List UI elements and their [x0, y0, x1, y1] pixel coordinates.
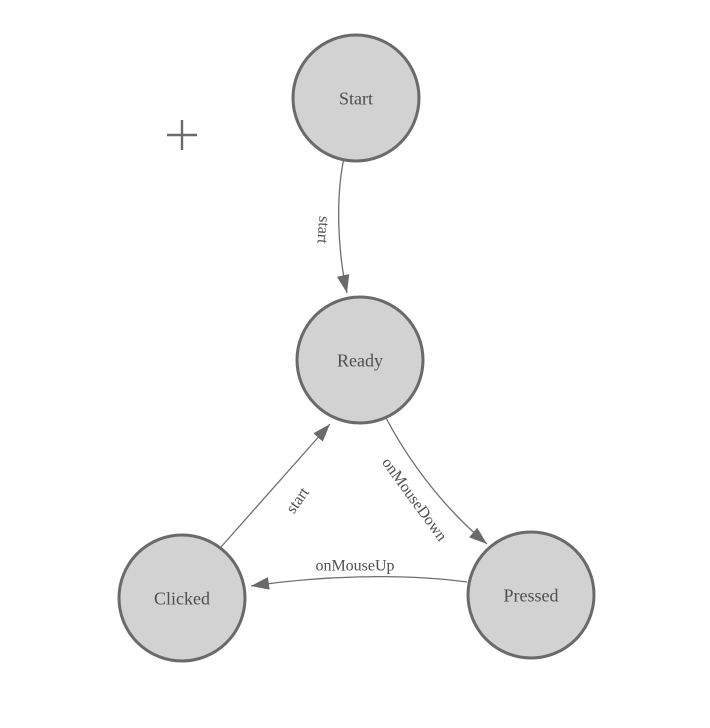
node-start[interactable]: Start [291, 33, 421, 163]
node-pressed[interactable]: Pressed [466, 530, 596, 660]
edges-layer [220, 157, 488, 590]
edge-pressed-to-clicked[interactable] [250, 575, 468, 590]
edge-clicked-to-ready[interactable] [220, 423, 331, 548]
crosshair-cursor-icon [167, 120, 197, 150]
node-clicked-label: Clicked [154, 588, 210, 608]
edge-ready-to-pressed[interactable] [383, 413, 488, 545]
node-clicked[interactable]: Clicked [117, 533, 247, 663]
edge-start-to-ready[interactable] [336, 157, 350, 294]
node-start-label: Start [339, 88, 373, 108]
edge-label-pressed-to-clicked: onMouseUp [315, 558, 394, 575]
edge-label-ready-to-pressed: onMouseDown [378, 455, 450, 545]
node-ready-label: Ready [337, 350, 383, 370]
node-clicked-circle[interactable] [117, 533, 247, 663]
node-pressed-label: Pressed [504, 585, 559, 605]
node-pressed-circle[interactable] [466, 530, 596, 660]
node-ready[interactable]: Ready [295, 295, 425, 425]
node-start-circle[interactable] [291, 33, 421, 163]
edge-label-start-to-ready: start [313, 216, 332, 245]
edge-label-clicked-to-ready: start [283, 484, 313, 517]
node-ready-circle[interactable] [295, 295, 425, 425]
